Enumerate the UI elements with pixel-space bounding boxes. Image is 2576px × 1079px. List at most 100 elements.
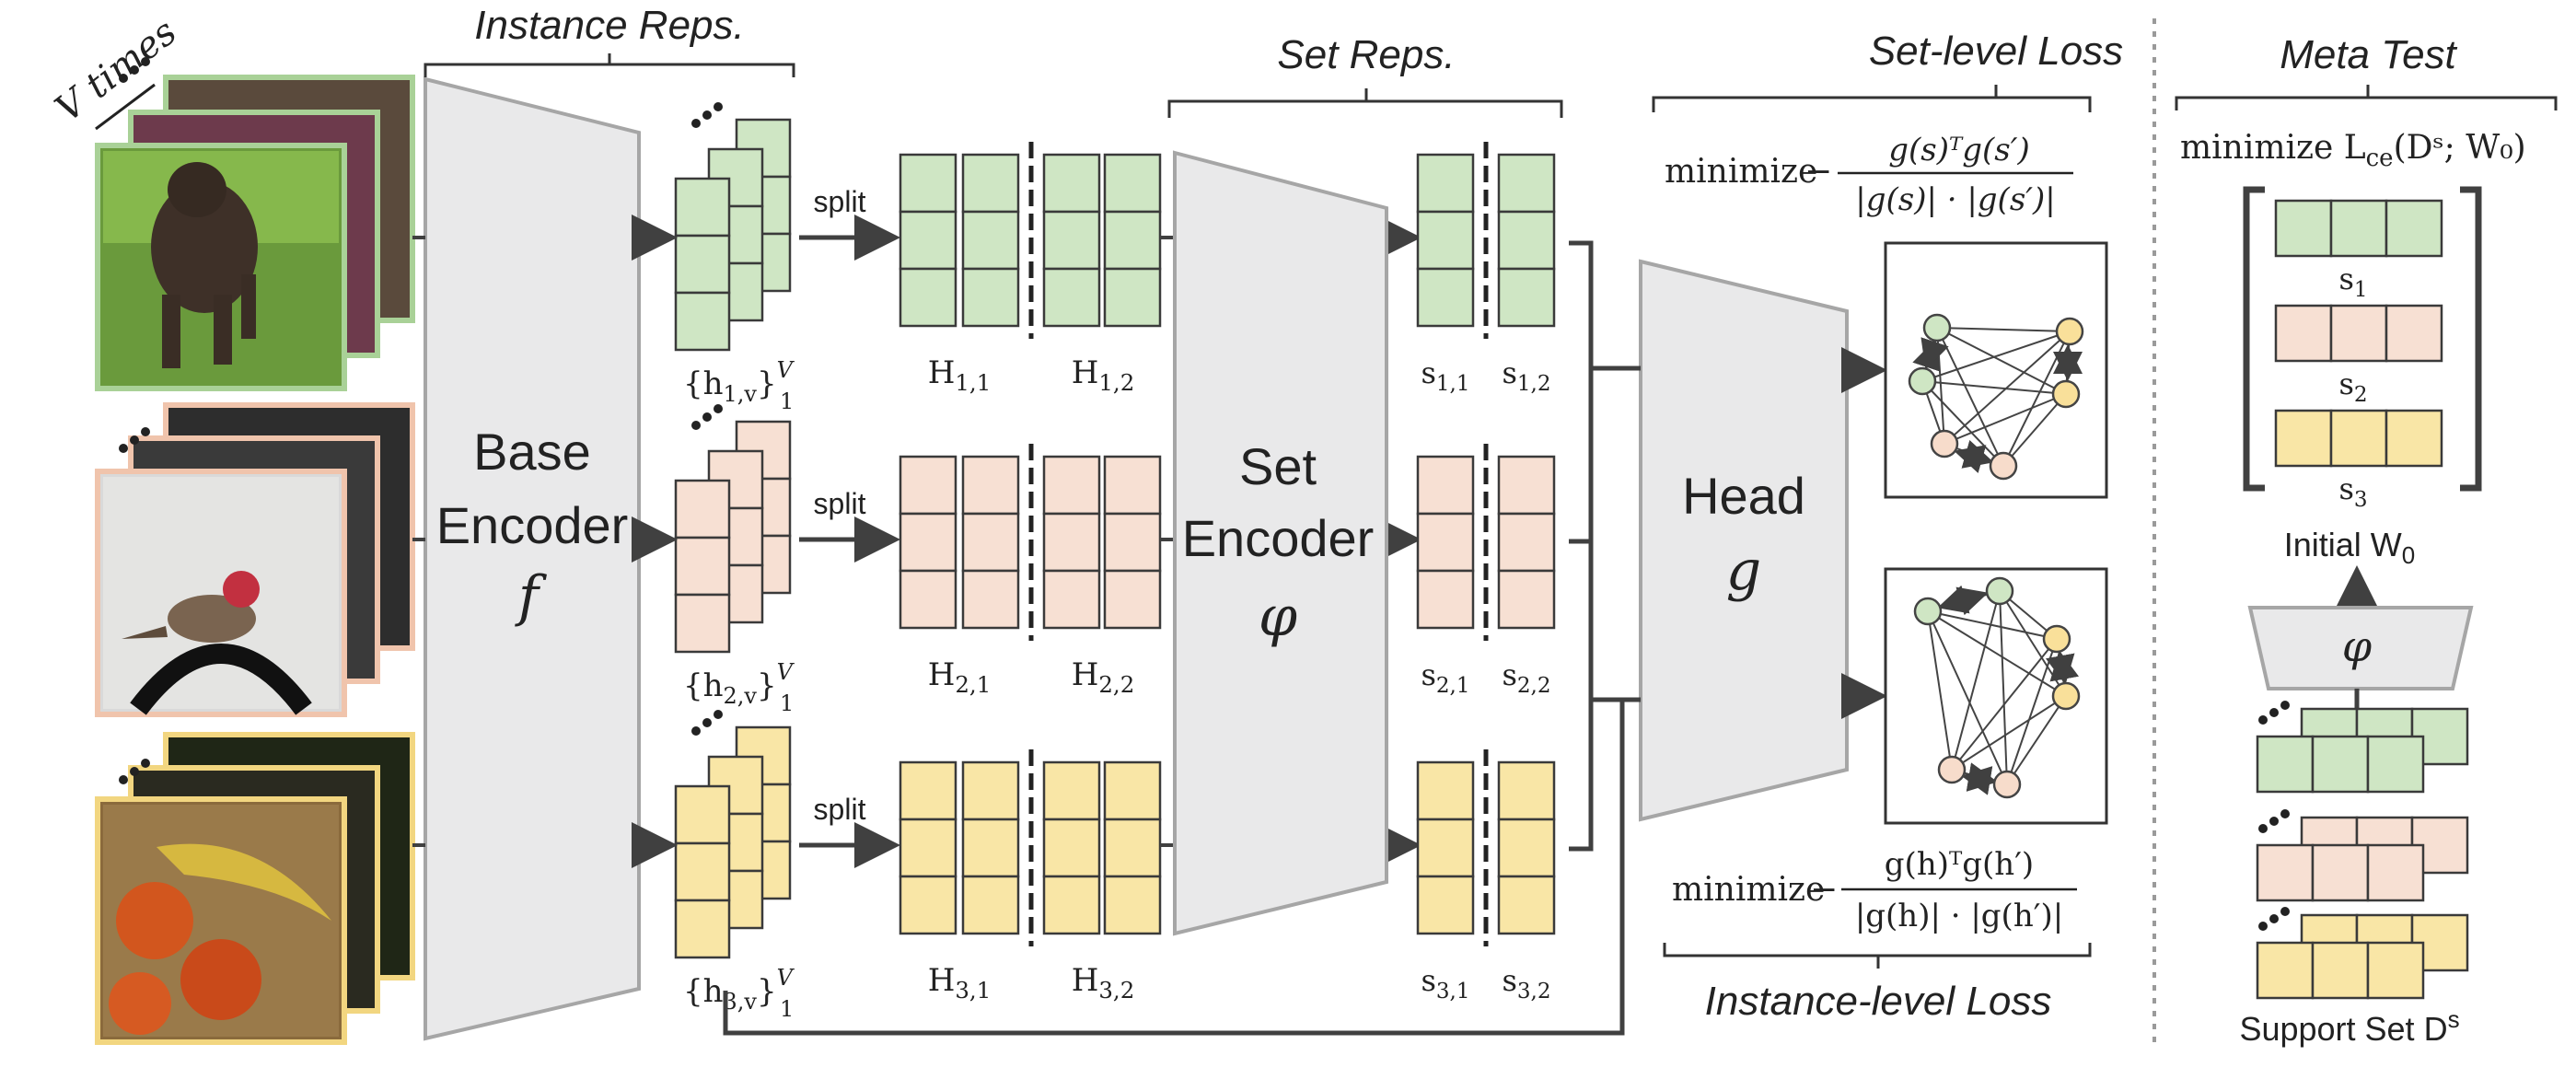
graph-edge [1951,695,2067,771]
graph-edge [1921,380,2067,395]
subset-column [1042,455,1101,630]
instance-level-loss-formula: minimize − g(h)ᵀg(h′) |g(h)| · |g(h′)| [1672,846,2077,934]
instance-reps-to-head-connector [723,697,1641,1036]
stack-ellipsis-dot [702,718,712,727]
support-ellipsis-dot [2258,824,2268,833]
graph-edge [1927,610,1953,771]
graph-node-yellow [2051,681,2081,711]
set-level-loss-formula: minimize − g(s)ᵀg(s′) |g(s)| · |g(s′)| [1665,132,2073,218]
set-rep-label-1: s2,1 [1421,657,1469,698]
meta-test-brace [2175,85,2558,110]
subset-label-1: H1,1 [928,354,992,396]
subset-column [1103,455,1162,630]
support-set-label: Support Set Ds [2239,1005,2459,1048]
set-loss-numerator: g(s)ᵀg(s′) [1888,132,2029,168]
set-rep-column-1 [1416,153,1475,328]
meta-set-rep-label-1: s1 [2338,261,2367,302]
subset-block-1 [899,153,1020,328]
graph-edge [2006,695,2067,785]
stack-ellipsis-dot [702,412,712,422]
graph-edge [1936,327,2071,332]
set-reps-header: Set Reps. [1277,32,1455,77]
graph-node-yellow [2051,379,2081,409]
set-rep-column-2 [1497,760,1556,935]
stack-ellipsis-dot [714,710,723,719]
set-level-loss-brace [1652,85,2092,112]
image-to-encoder-lines [412,236,425,847]
meta-set-rep-label-3: s3 [2338,471,2367,512]
split-label: split [814,185,866,218]
set-loss-minimize: minimize [1665,153,1817,191]
set-encoder-symbol: φ [1259,585,1297,649]
set-loss-minus: − [1804,153,1832,191]
set-rep-label-2: s1,2 [1502,355,1550,396]
support-ellipsis-dot [2280,809,2290,818]
stack-ellipsis-dot [714,404,723,413]
meta-set-rep-2 [2274,304,2443,363]
set-rep-column-2 [1497,153,1556,328]
graph-node-peach [1992,770,2022,799]
subset-column [1042,760,1101,935]
set-rep-label-2: s3,2 [1502,963,1550,1004]
instance-reps-header: Instance Reps. [474,3,745,48]
support-stack-peach [2256,809,2469,902]
subset-label-1: H3,1 [928,962,992,1004]
meta-set-rep-1 [2274,199,2443,258]
subset-block-1 [899,455,1020,630]
set-reps-to-head-connector [1569,240,1641,852]
set-rep-column-1 [1416,760,1475,935]
head-line1: Head [1682,467,1805,525]
head-symbol: g [1726,539,1761,603]
base-encoder-line2: Encoder [436,496,629,554]
support-stack-yellow [2256,907,2469,1000]
head-encoder: Head g [1639,259,1849,822]
support-set-stacks [2256,701,2469,1000]
image-stack-ellipsis [119,427,150,784]
positive-pair-arrow [1954,440,1994,473]
instance-rep-front [674,479,731,654]
graph-edge [1944,331,2071,445]
subset-column [899,455,957,630]
instance-rep-front [674,784,731,959]
image-stack-bird [95,402,415,717]
instance-rep-front [674,177,731,352]
subset-block-2 [1042,153,1162,328]
stack-ellipsis-dot [691,119,701,128]
subset-column [899,153,957,328]
split-label: split [814,793,866,826]
instance-loss-minimize: minimize [1672,871,1825,909]
support-ellipsis-dot [2269,817,2279,826]
set-encoder: Set Encoder φ [1173,150,1388,936]
graph-edge [1927,610,2058,640]
support-ellipsis-dot [2258,922,2268,931]
positive-pair-arrow [1912,337,1949,372]
subset-column [1103,153,1162,328]
subset-label-2: H2,2 [1072,656,1135,698]
graph-edge [1951,590,2001,771]
meta-test-header: Meta Test [2280,32,2457,77]
instance-level-loss-header: Instance-level Loss [1705,979,2052,1024]
set-loss-denominator: |g(s)| · |g(s′)| [1855,181,2055,218]
set-rep-label-1: s3,1 [1421,963,1469,1004]
subset-column [1042,153,1101,328]
meta-set-rep-label-2: s2 [2338,366,2367,407]
subset-label-1: H2,1 [928,656,992,698]
graph-node-peach [1937,755,1967,784]
head-output-arrows [1841,347,1887,719]
image-stack-fruit [95,732,415,1045]
graph-edge [1951,638,2058,771]
subset-block-2 [1042,760,1162,935]
set-level-graph [1884,241,2108,499]
input-images: V times [48,11,415,1045]
subset-label-2: H3,2 [1072,962,1135,1004]
stack-ellipsis-dot [691,726,701,736]
set-level-loss-header: Set-level Loss [1869,29,2123,74]
instance-reps-brace [424,53,795,77]
split-label: split [814,487,866,520]
subset-block-2 [1042,455,1162,630]
